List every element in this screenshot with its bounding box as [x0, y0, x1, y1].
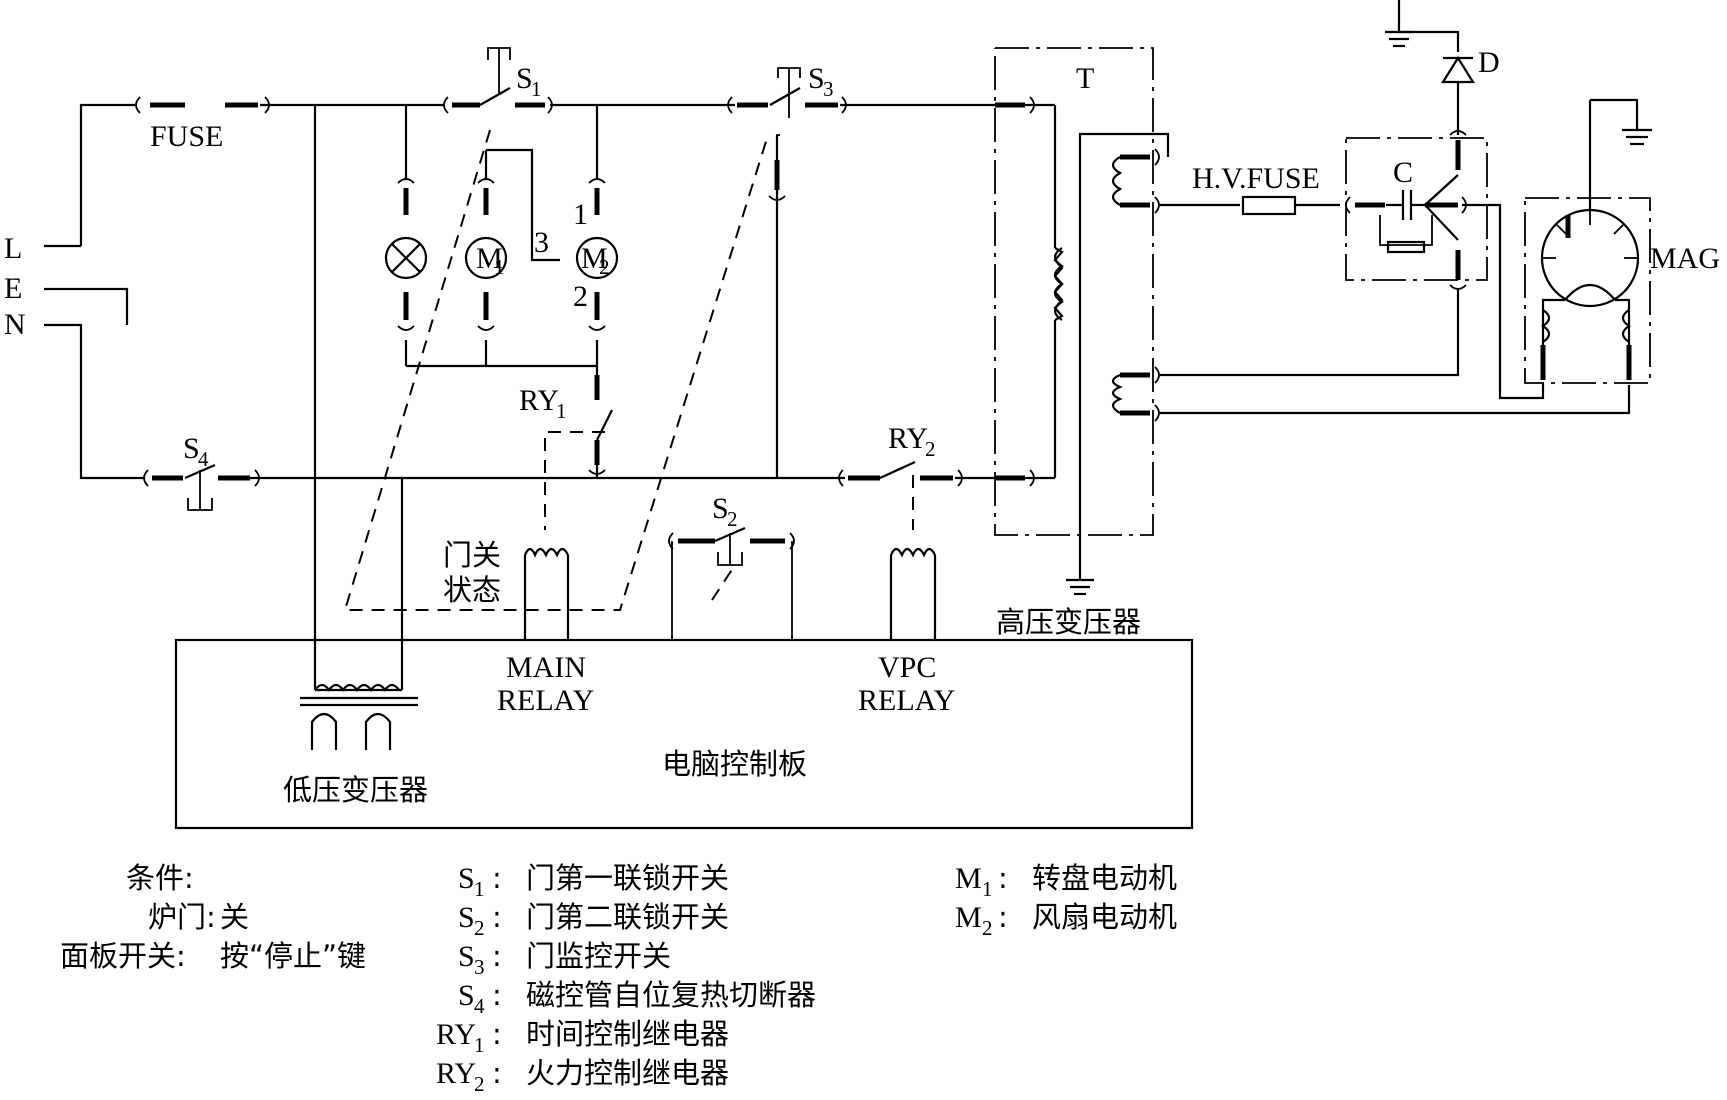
label-main-relay-1: MAIN [506, 651, 586, 684]
label-pin-1: 1 [573, 198, 588, 231]
labels: L E N FUSE S 1 S 3 S 4 S 2 M 1 M 2 1 2 3… [4, 46, 1720, 807]
legend-motor-0-sub: 1 [982, 877, 993, 901]
svg-text::: : [998, 861, 1008, 895]
label-hv-fuse: H.V.FUSE [1192, 162, 1320, 195]
label-m1-sub: 1 [494, 255, 505, 279]
legend-motor-0-sym: M [955, 862, 982, 895]
label-m2: M [581, 242, 608, 275]
legend-condition-1-value: 关 [220, 900, 249, 934]
label-pin-3: 3 [534, 226, 549, 259]
label-c: C [1393, 156, 1413, 189]
label-ry1-sub: 1 [556, 399, 567, 423]
legend-condition-2-key: 面板开关: [60, 939, 186, 973]
label-s3: S [808, 62, 825, 95]
vpc-relay-coil [889, 547, 937, 640]
label-s2-sub: 2 [727, 507, 738, 531]
diode-d [1385, 0, 1475, 135]
legend-motor-0-desc: 转盘电动机 [1032, 861, 1177, 895]
legend: 条件: 炉门: 关 面板开关: 按“停止”键 S 1 : 门第一联锁开关 S 2… [60, 861, 1177, 1096]
svg-text::: : [998, 900, 1008, 934]
svg-text::: : [492, 1056, 502, 1090]
legend-switch-5-sub: 2 [474, 1072, 485, 1096]
label-d: D [1478, 46, 1500, 79]
label-hv-transformer: 高压变压器 [996, 605, 1141, 639]
label-s1-sub: 1 [531, 77, 542, 101]
legend-motor-1-sym: M [955, 901, 982, 934]
control-board [174, 638, 1194, 830]
legend-switch-5-desc: 火力控制继电器 [526, 1056, 729, 1090]
switch-s4 [184, 463, 216, 511]
main-relay-coil [523, 547, 570, 640]
label-e: E [4, 272, 22, 305]
label-vpc-relay-1: VPC [878, 651, 936, 684]
legend-switch-0-desc: 门第一联锁开关 [526, 861, 729, 895]
capacitor-block [1345, 137, 1488, 281]
label-door-state-2: 状态 [443, 573, 501, 607]
legend-switch-1-sym: S [458, 901, 475, 934]
legend-switch-2-sub: 3 [474, 955, 485, 979]
legend-switch-3-sub: 4 [474, 994, 485, 1018]
switch-s3 [769, 67, 801, 160]
label-main-relay-2: RELAY [497, 684, 594, 717]
legend-motor-1-desc: 风扇电动机 [1032, 900, 1177, 934]
legend-switch-0-sym: S [458, 862, 475, 895]
switch-s1 [479, 47, 511, 106]
label-fuse: FUSE [150, 120, 223, 153]
svg-text::: : [492, 1017, 502, 1051]
label-s2: S [712, 492, 729, 525]
lamp [384, 236, 428, 280]
label-s4-sub: 4 [198, 447, 209, 471]
svg-text::: : [492, 978, 502, 1012]
label-t: T [1076, 62, 1094, 95]
hv-transformer [994, 47, 1631, 596]
label-pin-2: 2 [573, 280, 588, 313]
label-l: L [4, 232, 22, 265]
label-n: N [4, 308, 26, 341]
relay-ry2-contact [879, 460, 916, 480]
legend-switch-3-desc: 磁控管自位复热切断器 [526, 978, 816, 1012]
label-s1: S [516, 62, 533, 95]
legend-motor-1-sub: 2 [982, 916, 993, 940]
relay-ry1-contact [596, 409, 613, 441]
label-m1: M [476, 242, 503, 275]
label-m2-sub: 2 [599, 255, 610, 279]
legend-condition-0-key: 条件: [126, 861, 194, 895]
legend-condition-1-key: 炉门: [148, 900, 216, 934]
switch-s2 [671, 526, 793, 640]
legend-switch-4-desc: 时间控制继电器 [526, 1017, 729, 1051]
legend-switch-4-sub: 1 [474, 1033, 485, 1057]
motor-m1 [464, 236, 508, 280]
label-lv-transformer: 低压变压器 [283, 773, 428, 807]
label-ry1: RY [519, 384, 559, 417]
label-mag: MAG [1650, 242, 1720, 275]
svg-text::: : [492, 939, 502, 973]
terminals [150, 102, 1632, 544]
legend-switch-1-sub: 2 [474, 916, 485, 940]
legend-switch-2-sym: S [458, 940, 475, 973]
legend-switch-4-sym: RY [436, 1018, 476, 1051]
svg-text::: : [492, 900, 502, 934]
label-s3-sub: 3 [823, 77, 834, 101]
legend-switch-2-desc: 门监控开关 [526, 939, 671, 973]
label-vpc-relay-2: RELAY [858, 684, 955, 717]
label-ry2: RY [888, 422, 928, 455]
door-interlock-links [343, 129, 914, 611]
label-ry2-sub: 2 [925, 437, 936, 461]
legend-switch-1-desc: 门第二联锁开关 [526, 900, 729, 934]
svg-text::: : [492, 861, 502, 895]
legend-switch-3-sym: S [458, 979, 475, 1012]
legend-switch-0-sub: 1 [474, 877, 485, 901]
motor-m2 [575, 236, 619, 280]
label-s4: S [183, 432, 200, 465]
label-control-board: 电脑控制板 [662, 747, 807, 781]
main-wiring [44, 103, 1057, 690]
label-door-state-1: 门关 [443, 538, 501, 572]
magnetron [1487, 98, 1652, 400]
legend-condition-2-value: 按“停止”键 [220, 939, 366, 973]
legend-switch-5-sym: RY [436, 1057, 476, 1090]
